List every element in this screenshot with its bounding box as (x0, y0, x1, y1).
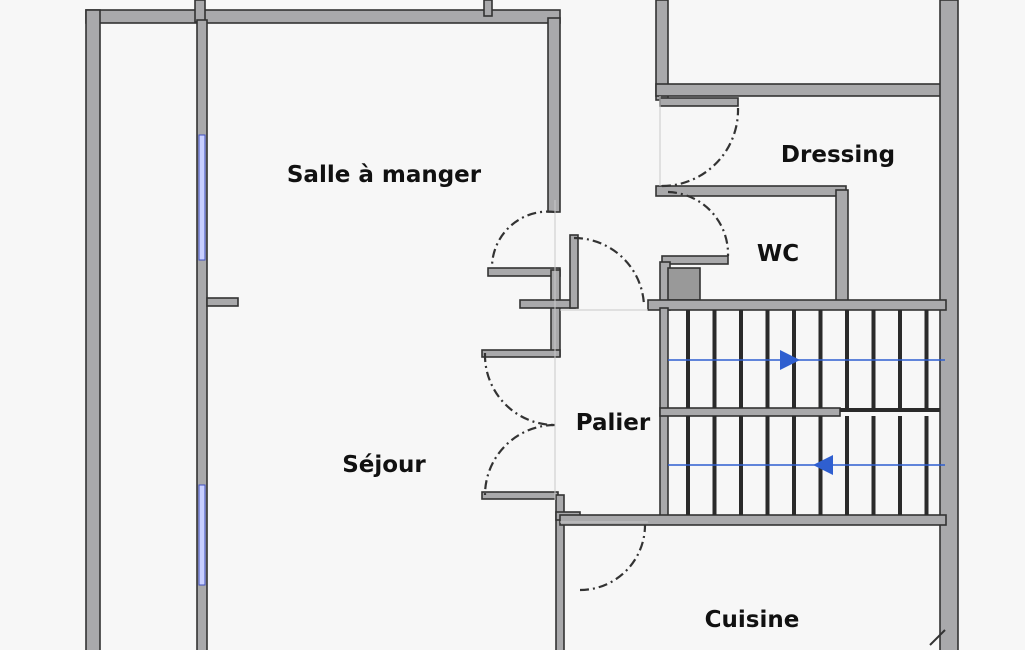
arrow-right-icon (780, 350, 800, 370)
room-label-cuisine: Cuisine (704, 607, 800, 633)
room-label-salle-a-manger: Salle à manger (286, 162, 482, 188)
stair-tread (898, 310, 902, 408)
stair-tread (818, 310, 823, 408)
windows (198, 134, 206, 586)
stair-tread (686, 310, 690, 408)
room-label-wc: WC (756, 241, 800, 267)
stair-tread (845, 310, 849, 408)
stair-tread (924, 310, 929, 408)
stair-tread (739, 310, 743, 408)
stair-tread (765, 310, 770, 408)
door-swings (483, 96, 740, 592)
stair-tread (871, 310, 876, 408)
stair-landing-edge (840, 408, 940, 412)
stair-tread (712, 310, 717, 408)
stair-direction-arrows (668, 350, 945, 475)
room-label-dressing: Dressing (780, 142, 896, 168)
arrow-left-icon (813, 455, 833, 475)
room-label-palier: Palier (575, 410, 651, 436)
room-label-sejour: Séjour (342, 452, 426, 478)
walls (85, 0, 959, 650)
